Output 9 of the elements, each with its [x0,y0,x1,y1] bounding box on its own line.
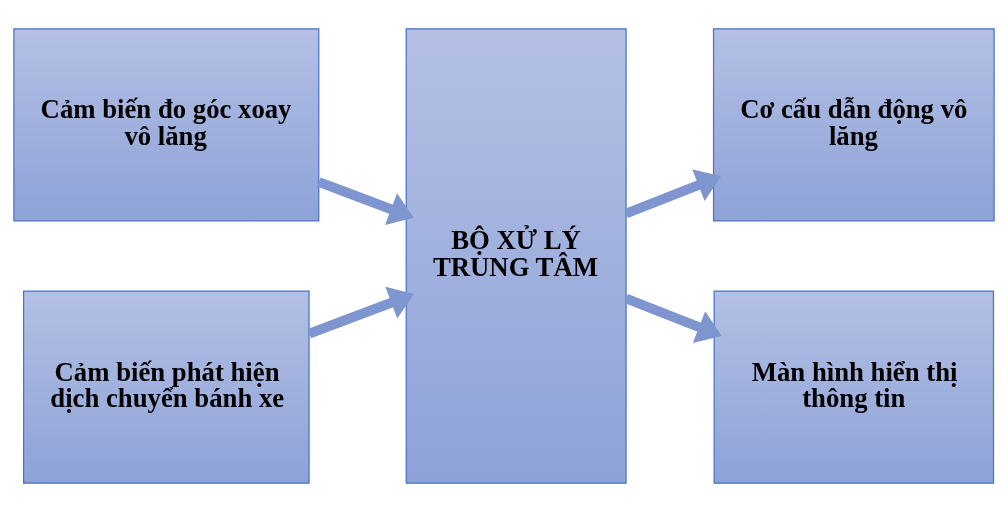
node-box: Cảm biến đo góc xoay vô lăng [13,27,320,221]
node-box: Màn hình hiển thị thông tin [713,290,995,484]
arrow [307,286,414,338]
arrow [317,176,414,225]
node-box: Cơ cấu dẫn động vô lăng [712,27,995,221]
arrow [624,168,722,218]
node-box: BỘ XỬ LÝ TRUNG TÂM [405,27,627,484]
node-box: Cảm biến phát hiện dịch chuyển bánh xe [23,290,310,484]
arrow [624,293,722,343]
